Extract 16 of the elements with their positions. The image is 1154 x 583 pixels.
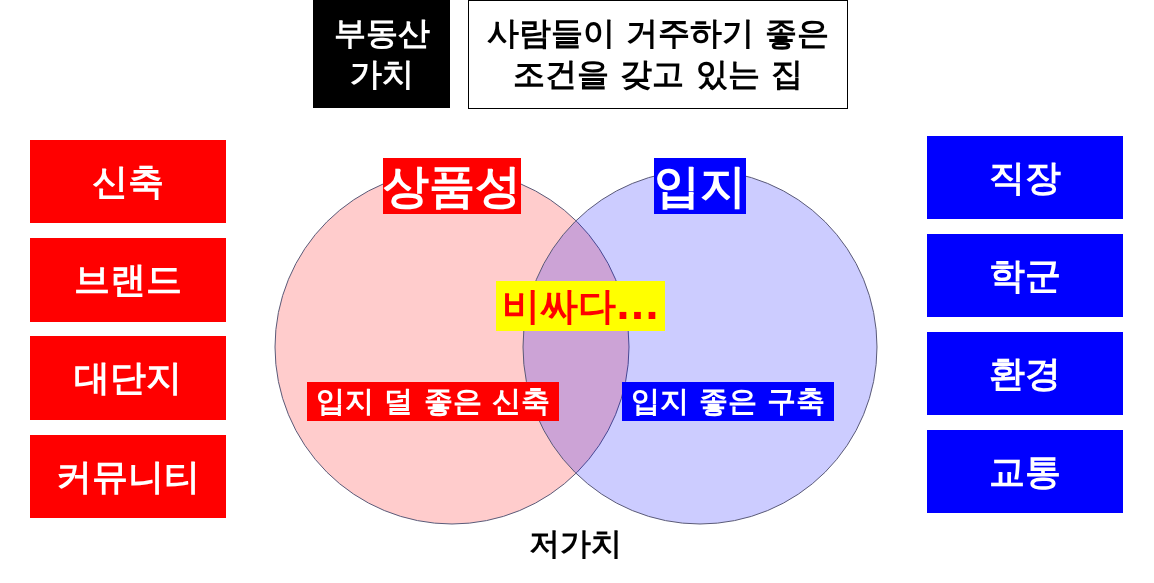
factor-box: 대단지 bbox=[30, 336, 226, 420]
region-label: 입지 좋은 구축 bbox=[622, 382, 834, 421]
definition-box: 사람들이 거주하기 좋은 조건을 갖고 있는 집 bbox=[468, 0, 848, 109]
factor-box: 브랜드 bbox=[30, 238, 226, 322]
heading-box: 부동산 가치 bbox=[313, 0, 450, 108]
factor-box: 학군 bbox=[927, 234, 1123, 317]
factor-box: 커뮤니티 bbox=[30, 435, 226, 518]
circle-title: 입지 bbox=[654, 158, 746, 214]
region-label: 입지 덜 좋은 신축 bbox=[307, 382, 559, 421]
factor-box: 교통 bbox=[927, 430, 1123, 513]
factor-box: 신축 bbox=[30, 140, 226, 223]
caption-label: 저가치 bbox=[527, 524, 623, 563]
overlap-label: 비싸다... bbox=[496, 281, 665, 331]
factor-box: 환경 bbox=[927, 332, 1123, 415]
factor-box: 직장 bbox=[927, 136, 1123, 219]
circle-title: 상품성 bbox=[383, 158, 521, 214]
